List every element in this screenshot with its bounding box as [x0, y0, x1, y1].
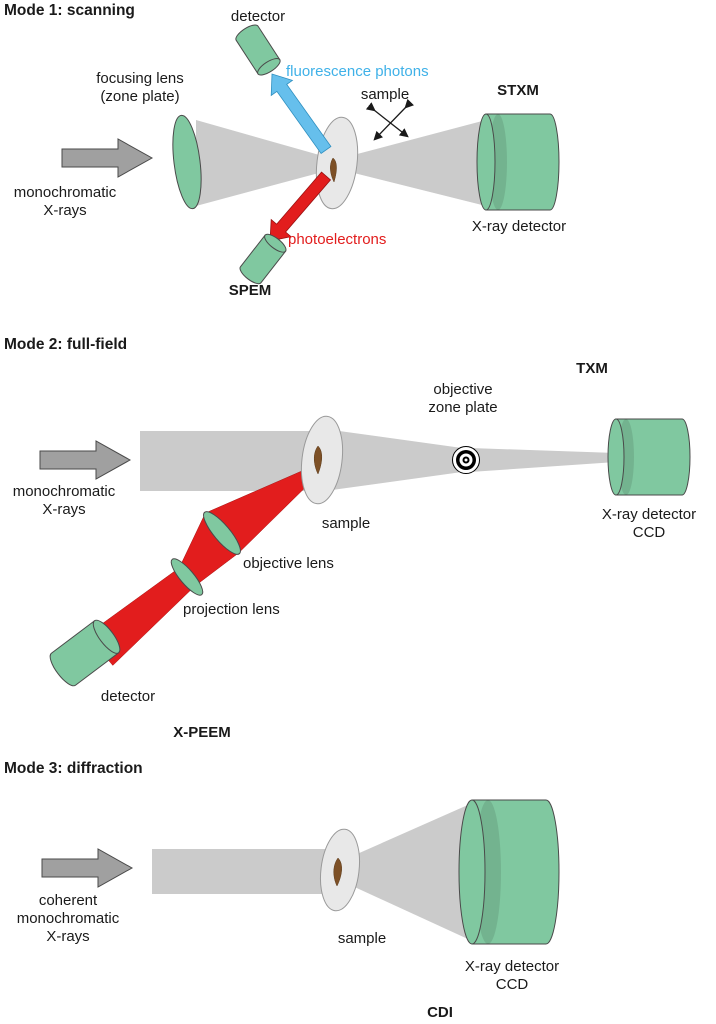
mode3-title: Mode 3: diffraction: [4, 760, 143, 777]
fluorescence-photons-label: fluorescence photons: [286, 63, 429, 80]
technique-xpeem-label: X-PEEM: [173, 724, 231, 741]
projection-lens-label: projection lens: [183, 601, 280, 618]
ccd-detector-label: X-ray detector CCD: [601, 506, 697, 541]
txm-ccd-detector-cylinder: [607, 418, 691, 496]
mode1-title: Mode 1: scanning: [4, 2, 135, 19]
beam-cone-sample-to-detector: [348, 804, 470, 940]
stxm-detector-cylinder: [476, 113, 560, 211]
focusing-lens-label: focusing lens (zone plate): [96, 70, 184, 105]
cdi-ccd-detector-cylinder: [458, 799, 560, 945]
beam-cone-sample-to-zoneplate: [332, 430, 462, 490]
xray-source-label: monochromatic X-rays: [12, 483, 116, 518]
sample-label: sample: [337, 930, 387, 947]
sample-label: sample: [360, 86, 410, 103]
photoelectron-arrow-icon: [269, 171, 332, 242]
sample-label: sample: [321, 515, 371, 532]
sample-disc: [315, 116, 359, 210]
sample-spot: [314, 445, 322, 475]
zone-plate-label: objective zone plate: [428, 381, 498, 416]
beam-cone-zoneplate-to-detector: [470, 448, 616, 472]
photoelectrons-label: photoelectrons: [288, 231, 387, 248]
xray-source-arrow-icon: [41, 848, 134, 888]
objective-lens: [203, 511, 241, 555]
sample-spot: [333, 857, 342, 887]
ccd-detector-label: X-ray detector CCD: [464, 958, 560, 993]
technique-cdi-label: CDI: [427, 1004, 453, 1021]
spem-detector-cylinder: [239, 233, 287, 285]
beam-cone-sample-to-detector: [342, 120, 486, 206]
mode2-title: Mode 2: full-field: [4, 336, 128, 353]
fluorescence-detector-label: detector: [230, 8, 286, 25]
beam-cone-lens-to-sample: [196, 120, 330, 206]
projection-lens: [170, 558, 204, 596]
xray-source-label: monochromatic X-rays: [13, 184, 117, 219]
xpeem-detector-label: detector: [100, 688, 156, 705]
xray-source-arrow-icon: [39, 440, 132, 480]
xpeem-electron-beam: [86, 465, 320, 666]
xray-source-label: coherent monochromatic X-rays: [16, 892, 120, 945]
mode3-diffraction-schematic: [41, 799, 560, 945]
mode2-fullfield-schematic: [39, 415, 691, 687]
incident-beam: [152, 849, 342, 894]
focusing-lens: [172, 114, 202, 210]
mode1-scanning-schematic: [61, 24, 560, 285]
fluorescence-arrow-icon: [270, 73, 332, 155]
technique-stxm-label: STXM: [497, 82, 539, 99]
xray-source-arrow-icon: [61, 138, 154, 178]
xray-detector-label: X-ray detector: [471, 218, 567, 235]
objective-lens-label: objective lens: [243, 555, 334, 572]
sample-spot: [330, 157, 337, 183]
scan-directions-icon: [365, 98, 415, 141]
technique-txm-label: TXM: [576, 360, 608, 377]
fluorescence-detector-cylinder: [235, 24, 281, 76]
objective-zone-plate: [452, 446, 480, 474]
xpeem-detector-cylinder: [49, 619, 121, 687]
technique-spem-label: SPEM: [228, 282, 272, 299]
